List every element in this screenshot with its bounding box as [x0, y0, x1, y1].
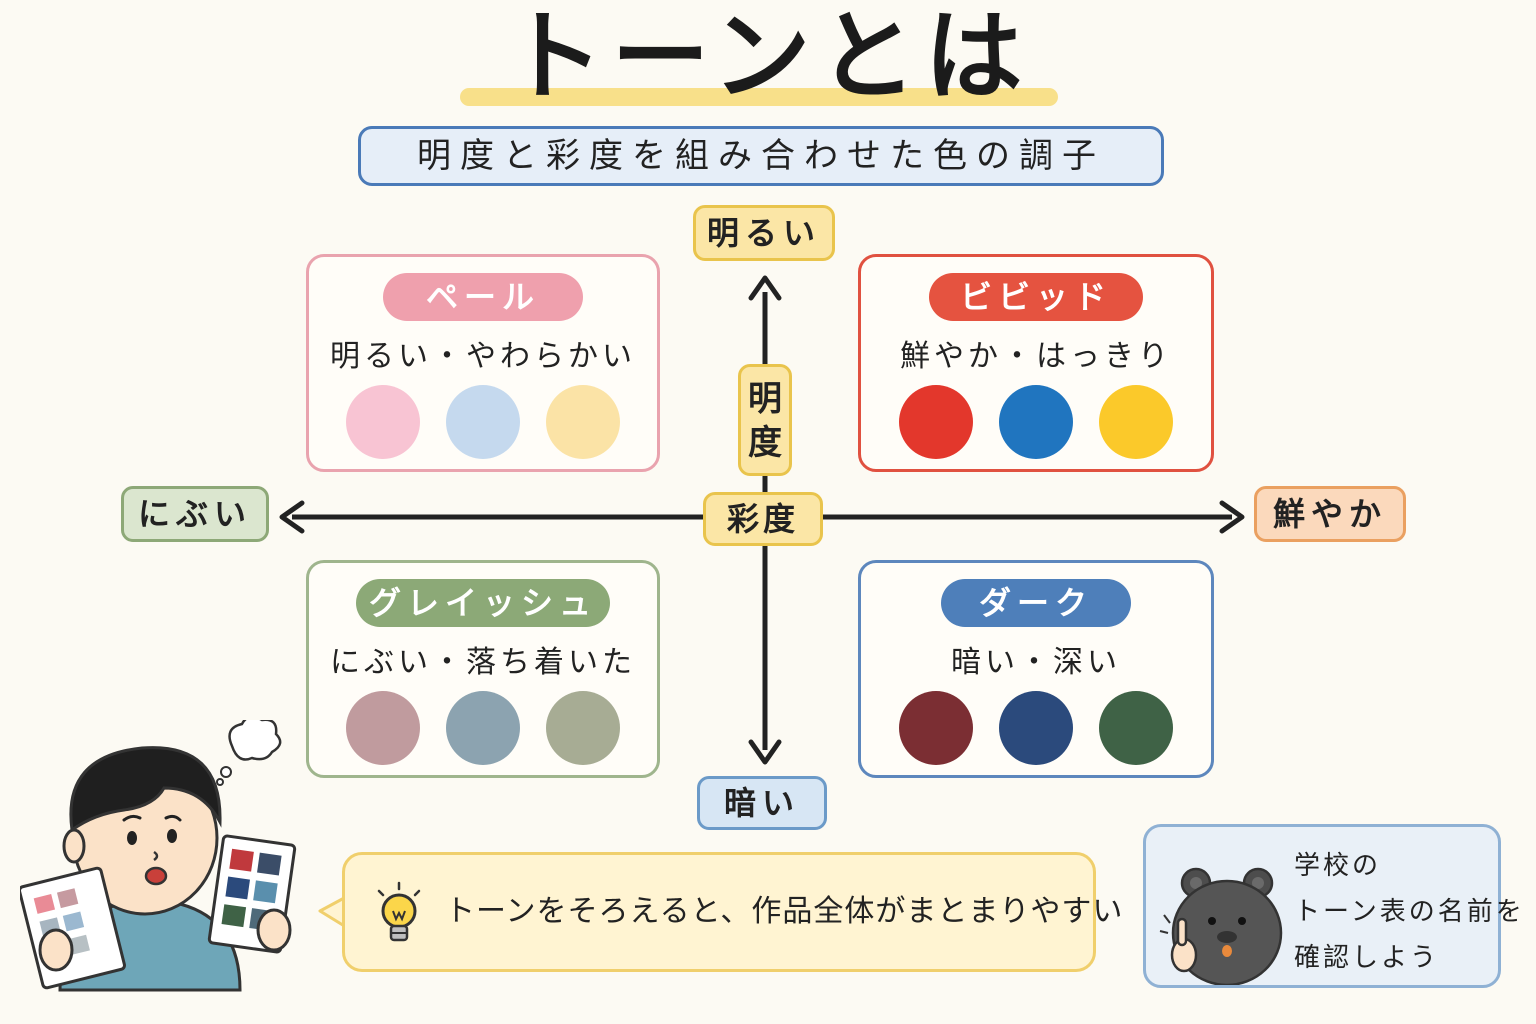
note-text: 学校の トーン表の名前を 確認しよう [1294, 843, 1525, 981]
tone-name-pill: ダーク [941, 579, 1131, 627]
note-line: 確認しよう [1294, 943, 1440, 973]
color-swatch [546, 385, 620, 459]
color-swatch [999, 385, 1073, 459]
lightbulb-icon [377, 881, 421, 942]
tone-name-pill: ペール [383, 273, 583, 321]
color-swatch [546, 691, 620, 765]
tone-description: にぶい・落ち着いた [330, 645, 636, 680]
color-swatch [899, 691, 973, 765]
color-swatch [446, 385, 520, 459]
color-swatch [346, 691, 420, 765]
tone-card-pale: ペール 明るい・やわらかい [306, 254, 660, 472]
swatch-row [861, 691, 1211, 765]
axis-name-lightness: 明度 [738, 364, 792, 476]
speech-tail [318, 895, 347, 929]
tip-text: トーンをそろえると、作品全体がまとまりやすい [445, 894, 1124, 929]
color-swatch [446, 691, 520, 765]
color-swatch [1099, 691, 1173, 765]
tone-description: 鮮やか・はっきり [900, 339, 1172, 374]
tone-name-pill: ビビッド [929, 273, 1143, 321]
tone-description: 暗い・深い [951, 645, 1121, 680]
tone-card-dark: ダーク 暗い・深い [858, 560, 1214, 778]
note-line: 学校の [1294, 851, 1382, 881]
note-line: トーン表の名前を [1294, 897, 1525, 927]
swatch-row [309, 385, 657, 459]
thought-bubble-icon [216, 720, 282, 786]
title-highlight [460, 88, 1058, 106]
axis-label-dark: 暗い [697, 776, 827, 830]
axis-name-saturation: 彩度 [703, 492, 823, 546]
tone-card-grayish: グレイッシュ にぶい・落ち着いた [306, 560, 660, 778]
color-swatch [346, 385, 420, 459]
color-swatch [999, 691, 1073, 765]
bear-icon [1159, 867, 1283, 985]
tone-description: 明るい・やわらかい [330, 339, 636, 374]
tone-name-pill: グレイッシュ [356, 579, 610, 627]
tip-bubble: トーンをそろえると、作品全体がまとまりやすい [342, 852, 1122, 972]
arrow-right-head [1219, 500, 1245, 534]
arrow-left-head [279, 500, 305, 534]
swatch-row [309, 691, 657, 765]
subtitle-box: 明度と彩度を組み合わせた色の調子 [358, 126, 1164, 186]
tone-card-vivid: ビビッド 鮮やか・はっきり [858, 254, 1214, 472]
page-title: トーンとは [505, 0, 1031, 114]
color-swatch [899, 385, 973, 459]
axis-label-bright: 明るい [693, 205, 835, 261]
color-swatch [1099, 385, 1173, 459]
swatch-row [861, 385, 1211, 459]
axis-label-vivid: 鮮やか [1254, 486, 1406, 542]
arrow-down-head [748, 739, 782, 765]
boy-illustration [20, 720, 297, 992]
bear-note-card: 学校の トーン表の名前を 確認しよう [1143, 824, 1522, 988]
arrow-up-head [748, 275, 782, 301]
axis-label-dull: にぶい [121, 486, 269, 542]
